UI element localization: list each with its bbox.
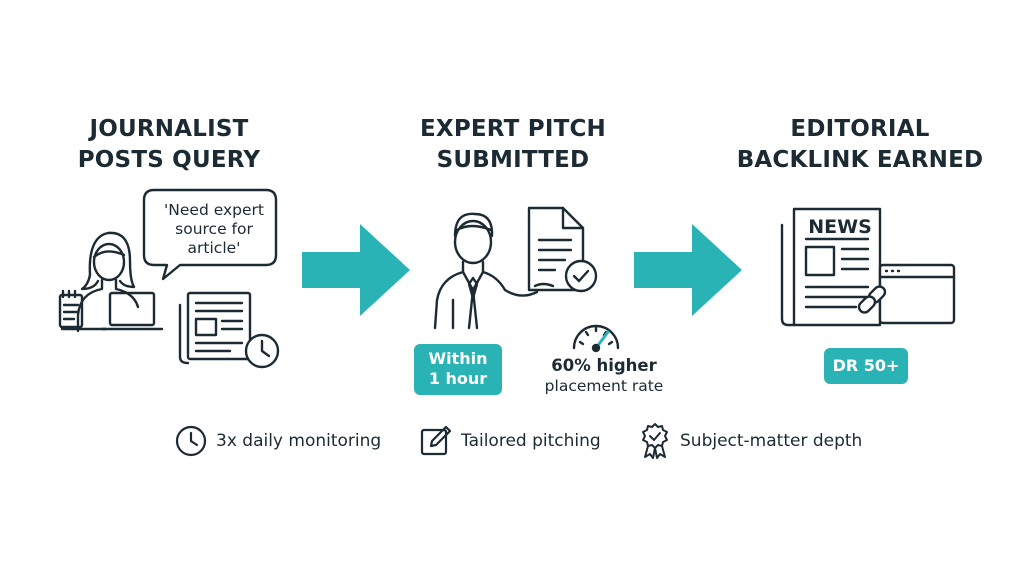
journalist-person-icon: [58, 231, 164, 333]
response-time-line1: Within: [428, 349, 488, 368]
journalist-illustration: [58, 188, 280, 369]
placement-rate-label: placement rate: [544, 377, 664, 395]
pencil-icon: [420, 425, 452, 456]
browser-window-icon: [878, 263, 956, 325]
news-headline: NEWS: [808, 216, 872, 238]
expert-person-icon: [433, 212, 555, 330]
query-line-3: article': [187, 239, 241, 257]
clock-icon: [175, 425, 207, 457]
domain-rating-badge: DR 50+: [824, 348, 908, 384]
step-3-title-line1: EDITORIAL: [790, 116, 930, 142]
award-ribbon-icon: [642, 423, 668, 459]
feature-expertise-label: Subject-matter depth: [680, 431, 863, 451]
speedometer-icon: [572, 324, 620, 353]
expert-illustration: [433, 206, 598, 330]
step-1-title-line1: JOURNALIST: [89, 116, 249, 142]
feature-monitoring-label: 3x daily monitoring: [216, 431, 382, 451]
news-paper-icon: [780, 207, 882, 327]
feature-pitching-label: Tailored pitching: [461, 431, 601, 451]
newspaper-icon: [178, 291, 252, 365]
speech-bubble-icon: [142, 188, 278, 281]
feature-monitoring: 3x daily monitoring: [174, 424, 381, 458]
step-1-title: JOURNALIST POSTS QUERY: [38, 114, 300, 176]
response-time-line2: 1 hour: [428, 369, 488, 388]
response-time-badge: Within 1 hour: [414, 344, 502, 395]
step-2-title: EXPERT PITCH SUBMITTED: [382, 114, 644, 176]
news-headline-text: NEWS: [808, 216, 872, 238]
backlink-illustration: [780, 207, 956, 327]
clock-icon: [244, 333, 280, 369]
step-2-title-line2: SUBMITTED: [436, 147, 590, 173]
query-bubble-text: 'Need expert source for article': [152, 201, 276, 258]
document-icon: [527, 206, 585, 292]
query-line-1: 'Need expert: [164, 201, 264, 219]
placement-rate-stat: 60% higher placement rate: [536, 356, 672, 396]
flow-arrow-2: [634, 224, 742, 316]
link-icon: [857, 285, 887, 314]
flow-arrow-1: [302, 224, 410, 316]
step-3-title-line2: BACKLINK EARNED: [736, 147, 984, 173]
checkmark-icon: [564, 259, 598, 293]
feature-pitching: Tailored pitching: [419, 424, 601, 458]
feature-expertise: Subject-matter depth: [638, 423, 863, 459]
step-2-title-line1: EXPERT PITCH: [419, 116, 607, 142]
query-line-2: source for: [175, 220, 253, 238]
placement-rate-value: 60% higher: [551, 356, 657, 375]
step-1-title-line2: POSTS QUERY: [77, 147, 261, 173]
step-3-title: EDITORIAL BACKLINK EARNED: [710, 114, 1010, 176]
